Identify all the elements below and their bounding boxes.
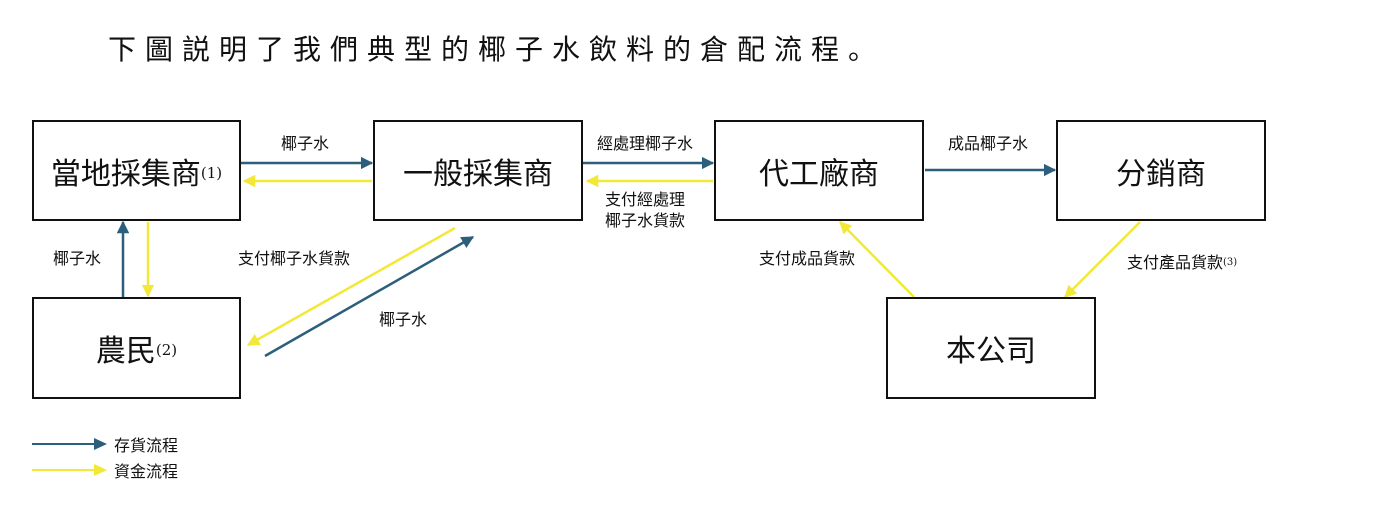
node-distributor-label: 分銷商 [1116,156,1206,192]
arrow-farmer-to-general-goods [264,235,475,358]
node-contract-factory-label: 代工廠商 [759,156,879,192]
legend-money-label: 資金流程 [114,462,179,481]
legend-goods-label: 存貨流程 [114,436,179,455]
arrow-general-to-farmer-money [246,226,456,347]
edge-label-distributor-to-company-pay-text: 支付產品貨款 [1127,253,1224,272]
edge-label-factory-to-general-line1: 支付經處理 [605,190,686,209]
arrow-company-to-factory-money [839,221,915,298]
edge-label-factory-to-general-line2: 椰子水貨款 [605,211,686,230]
node-company-label: 本公司 [946,334,1036,369]
edge-label-distributor-to-company-pay-note: (3) [1223,257,1238,268]
node-contract-factory: 代工廠商 [714,120,924,221]
edge-label-general-to-farmer-pay: 支付椰子水貨款 [238,249,351,268]
edge-label-distributor-to-company-pay: 支付產品貨款(3) [1127,252,1237,273]
node-local-collector: 當地採集商(1) [32,120,241,221]
edge-label-company-to-factory-pay: 支付成品貨款 [759,249,856,268]
node-general-collector: 一般採集商 [373,120,583,221]
diagram-heading: 下圖説明了我們典型的椰子水飲料的倉配流程。 [108,33,886,66]
legend-goods-arrow-icon [32,438,107,450]
node-local-collector-note: (1) [200,163,223,182]
node-farmer-note: (2) [155,341,178,359]
node-company: 本公司 [886,297,1096,399]
legend-goods: 存貨流程 [32,432,178,456]
edge-label-general-to-factory: 經處理椰子水 [597,134,694,153]
edge-label-farmer-to-local: 椰子水 [53,249,102,268]
node-local-collector-label: 當地採集商 [50,156,201,192]
legend-money-arrow-icon [32,464,107,476]
node-distributor: 分銷商 [1056,120,1266,221]
node-farmer-label: 農民 [95,334,156,369]
edge-label-factory-to-general: 支付經處理 椰子水貨款 [605,189,685,231]
edge-label-farmer-to-general: 椰子水 [379,310,428,329]
node-farmer: 農民(2) [32,297,241,399]
legend-money: 資金流程 [32,458,178,482]
edge-label-local-to-general: 椰子水 [281,134,330,153]
arrow-distributor-to-company-money [1064,221,1141,298]
edge-label-factory-to-distributor: 成品椰子水 [948,134,1029,153]
node-general-collector-label: 一般採集商 [403,156,553,192]
